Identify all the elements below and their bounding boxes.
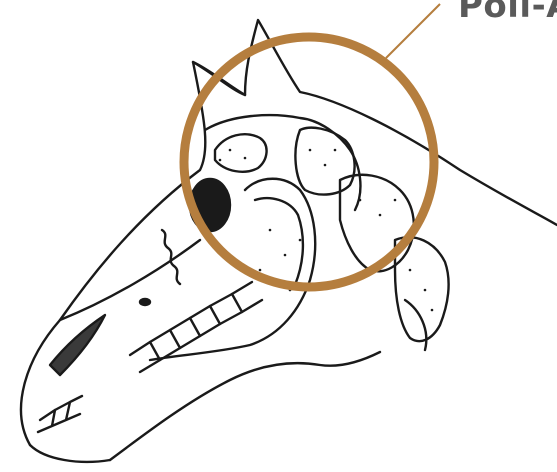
callout-label: Poll-A <box>458 0 557 26</box>
axis-vertebra <box>340 175 414 272</box>
incisors <box>38 396 82 432</box>
cranium-shape <box>215 134 267 172</box>
jaw-outline <box>110 352 380 460</box>
callout-leader-line <box>386 4 440 58</box>
muzzle-outline <box>30 445 110 462</box>
mandible-inner <box>255 198 303 285</box>
nostril <box>50 315 105 375</box>
nasal-hole <box>140 299 150 305</box>
head-outline <box>21 20 557 445</box>
face-ridge <box>60 240 200 320</box>
cervical-process <box>405 300 426 350</box>
atlas-vertebra <box>295 128 354 195</box>
poll-highlight-ring <box>184 37 434 287</box>
cervical-vertebra <box>395 237 449 341</box>
